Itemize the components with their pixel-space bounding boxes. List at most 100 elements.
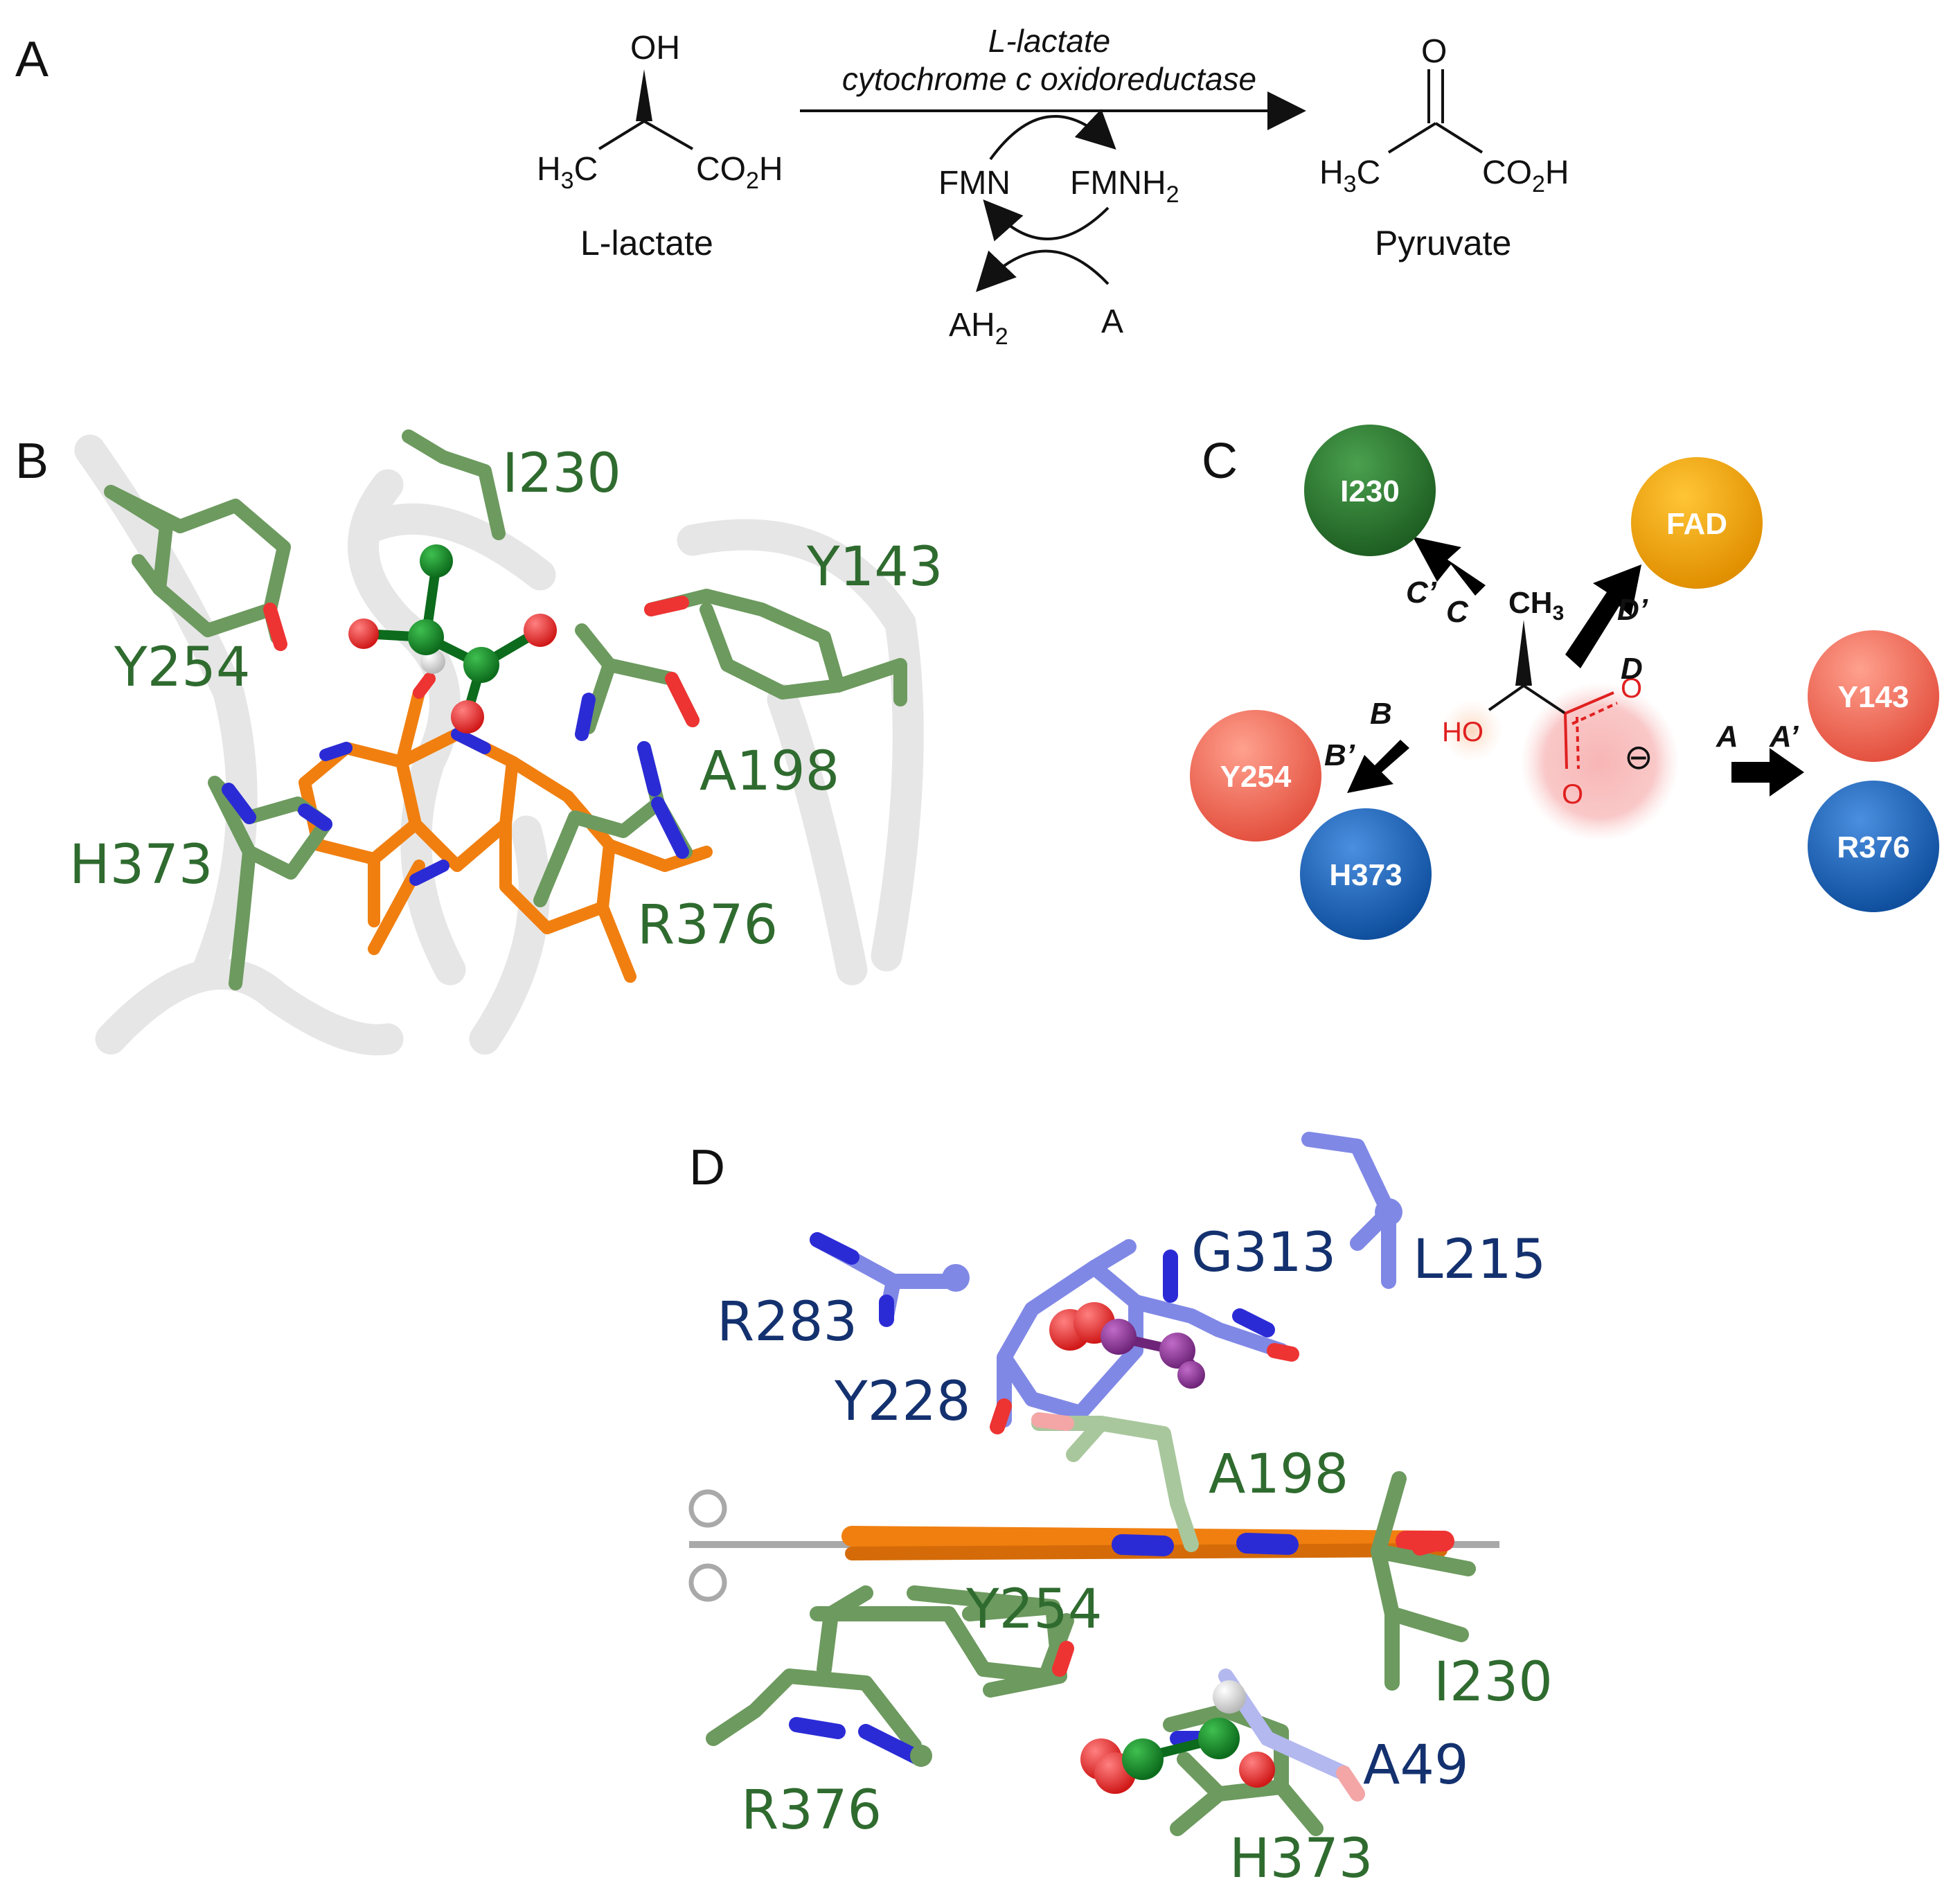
arrow-label-a: A bbox=[1716, 720, 1738, 754]
svg-text:Y254: Y254 bbox=[1220, 760, 1292, 794]
label-l215-d: L215 bbox=[1413, 1229, 1546, 1291]
label-y228-d: Y228 bbox=[834, 1371, 971, 1433]
fmn-label: FMN bbox=[938, 165, 1010, 202]
residue-ball-y254: Y254 bbox=[1190, 710, 1321, 842]
upper-heteroatoms bbox=[810, 1232, 1299, 1434]
enzyme-name-line2: cytochrome c oxidoreductase bbox=[842, 61, 1256, 97]
residue-ball-y143: Y143 bbox=[1808, 630, 1939, 762]
re-face-marker bbox=[688, 1563, 727, 1602]
arrow-label-b: B bbox=[1370, 697, 1392, 731]
panel-c: C CH3 HO O O ⊖ C’ C D’ D bbox=[1190, 425, 1939, 940]
atom bbox=[910, 1745, 932, 1767]
lactate-ligand bbox=[348, 544, 557, 733]
fmn-cycle-top bbox=[989, 109, 1116, 161]
hydroxyl-glow bbox=[1441, 700, 1503, 762]
residue-ball-r376: R376 bbox=[1808, 781, 1939, 912]
a198-stick bbox=[1031, 1416, 1199, 1552]
label-r376-d: R376 bbox=[741, 1779, 882, 1842]
charge-label: ⊖ bbox=[1624, 737, 1653, 777]
panel-d-letter: D bbox=[689, 1140, 725, 1195]
acceptor-arrow bbox=[975, 249, 1110, 292]
bond bbox=[643, 120, 693, 150]
ch3-label: CH3 bbox=[1508, 586, 1564, 625]
ah2-label: AH2 bbox=[949, 307, 1008, 350]
panel-b: B bbox=[15, 429, 943, 1056]
lower-residues bbox=[706, 1471, 1476, 1836]
svg-text:FAD: FAD bbox=[1666, 507, 1727, 541]
bond bbox=[598, 120, 645, 150]
wedge-bond bbox=[1515, 620, 1532, 686]
a49-oxygen bbox=[1336, 1765, 1365, 1801]
flavin-edge-on bbox=[841, 1526, 1454, 1560]
arrow-label-a-prime: A’ bbox=[1769, 720, 1799, 754]
label-r376-b: R376 bbox=[637, 894, 778, 957]
residue-ball-h373: H373 bbox=[1300, 808, 1432, 940]
arrow-label-d: D bbox=[1621, 652, 1643, 686]
atom bbox=[942, 1264, 970, 1292]
residue-ball-i230: I230 bbox=[1304, 425, 1436, 556]
label-i230-d: I230 bbox=[1434, 1651, 1553, 1714]
pyruvate-h3c-label: H3C bbox=[1319, 154, 1380, 197]
arrow-label-c: C bbox=[1446, 595, 1469, 629]
si-face-marker bbox=[688, 1489, 727, 1528]
direction-arrows bbox=[1347, 537, 1804, 797]
label-a198-b: A198 bbox=[700, 740, 839, 803]
arrow-a bbox=[1731, 748, 1804, 797]
svg-text:Y143: Y143 bbox=[1838, 680, 1909, 714]
heteroatoms bbox=[222, 596, 700, 859]
o-top-label: O bbox=[1621, 673, 1642, 704]
svg-text:R376: R376 bbox=[1837, 830, 1909, 864]
panel-c-letter: C bbox=[1202, 434, 1238, 489]
o-bottom-label: O bbox=[1562, 779, 1583, 810]
label-i230-b: I230 bbox=[502, 443, 621, 505]
label-a198-d: A198 bbox=[1209, 1443, 1348, 1506]
fmn-cofactor bbox=[299, 673, 713, 983]
label-y254-d: Y254 bbox=[965, 1578, 1103, 1641]
residue-ball-fad: FAD bbox=[1631, 457, 1763, 589]
arrow-label-b-prime: B’ bbox=[1324, 738, 1355, 772]
label-y143-b: Y143 bbox=[806, 536, 943, 598]
carbonyl-o-label: O bbox=[1421, 33, 1447, 70]
atom bbox=[1375, 1198, 1402, 1226]
panel-b-letter: B bbox=[15, 434, 48, 489]
label-r283-d: R283 bbox=[717, 1291, 857, 1353]
co2h-label: CO2H bbox=[696, 151, 783, 194]
label-h373-b: H373 bbox=[69, 834, 213, 896]
arrow-d bbox=[1565, 564, 1641, 668]
arrow-label-c-prime: C’ bbox=[1406, 576, 1437, 610]
svg-text:H373: H373 bbox=[1329, 858, 1402, 892]
wedge-bond bbox=[636, 69, 652, 121]
bound-ligand-lower bbox=[1080, 1680, 1275, 1794]
a198-oxygen bbox=[1031, 1412, 1074, 1431]
acceptor-label: A bbox=[1101, 303, 1123, 340]
label-a49-d: A49 bbox=[1363, 1734, 1469, 1797]
h3c-label: H3C bbox=[537, 151, 598, 194]
oh-label: OH bbox=[630, 30, 680, 66]
pyruvate-name: Pyruvate bbox=[1375, 224, 1511, 263]
bond bbox=[1387, 122, 1437, 154]
enzyme-name-line1: L-lactate bbox=[988, 23, 1110, 59]
panel-a: A OH H3C CO2H L-lactate L-lactate cytoch… bbox=[15, 23, 1569, 350]
protein-backbone bbox=[74, 434, 924, 1056]
panel-d: D bbox=[688, 1132, 1553, 1890]
reaction-arrow: L-lactate cytochrome c oxidoreductase FM… bbox=[800, 23, 1306, 350]
fmnh2-label: FMNH2 bbox=[1070, 165, 1179, 208]
label-y254-b: Y254 bbox=[114, 637, 251, 699]
panel-a-letter: A bbox=[15, 32, 48, 87]
lactate-structure: OH H3C CO2H L-lactate bbox=[537, 30, 783, 263]
pyruvate-structure: O H3C CO2H Pyruvate bbox=[1319, 33, 1569, 263]
carboxylate-glow bbox=[1520, 682, 1680, 842]
bound-ligand-upper bbox=[1049, 1302, 1205, 1389]
fmn-cycle-bottom bbox=[983, 199, 1110, 242]
label-h373-d: H373 bbox=[1229, 1828, 1373, 1890]
l-lactate-name: L-lactate bbox=[580, 224, 713, 263]
arrow-c bbox=[1413, 537, 1486, 596]
lactate-schematic: CH3 HO O O ⊖ bbox=[1442, 586, 1653, 810]
arrow-label-d-prime: D’ bbox=[1617, 593, 1648, 627]
pyruvate-co2h-label: CO2H bbox=[1482, 154, 1569, 197]
bond bbox=[1434, 122, 1484, 154]
label-g313-d: G313 bbox=[1191, 1222, 1336, 1284]
svg-text:I230: I230 bbox=[1340, 474, 1400, 508]
ho-label: HO bbox=[1442, 717, 1484, 747]
